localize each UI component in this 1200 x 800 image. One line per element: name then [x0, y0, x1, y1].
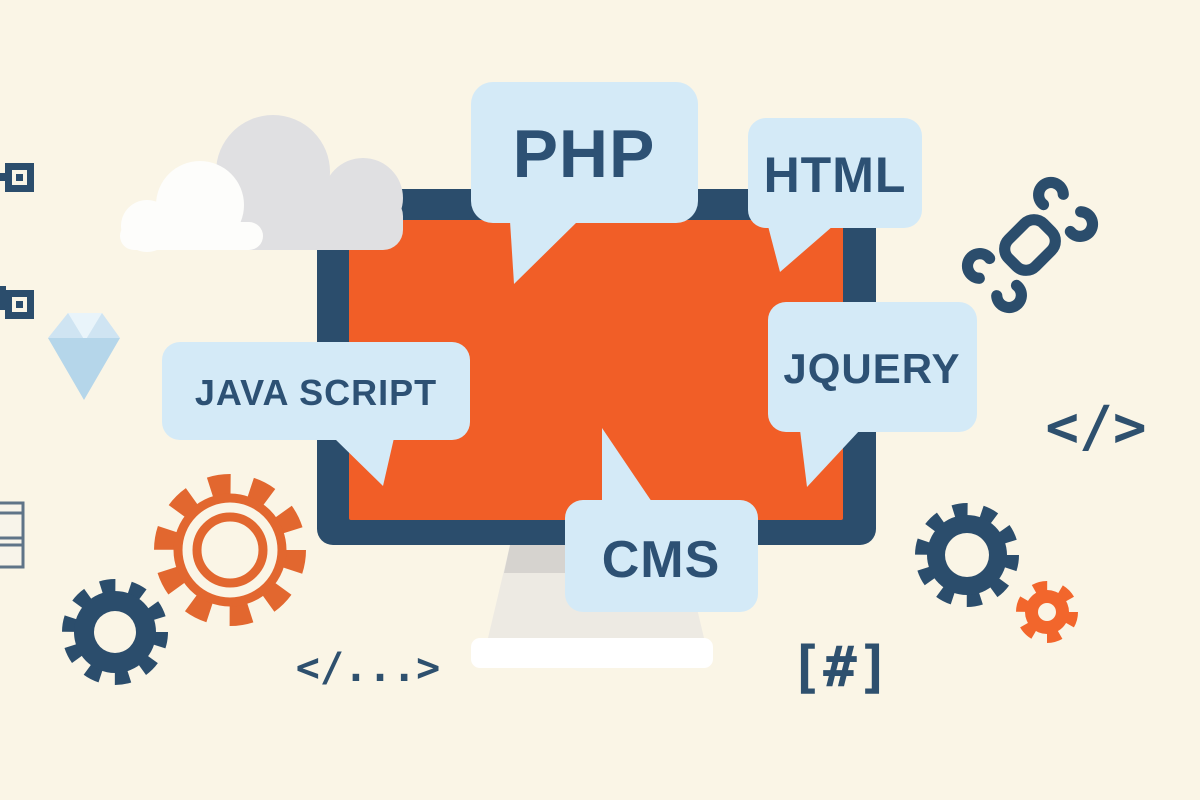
table-lines-icon	[0, 501, 25, 569]
circuit-node-icon	[0, 286, 34, 319]
gear-icon	[1016, 581, 1078, 643]
broken-link-icon	[961, 176, 1099, 314]
code-snippet-bottom-left: </...>	[296, 645, 441, 691]
cloud-icon	[120, 161, 263, 252]
javascript-label: JAVA SCRIPT	[195, 372, 437, 413]
speech-bubble-php: PHP	[471, 82, 698, 284]
php-label: PHP	[513, 116, 656, 192]
jquery-label: JQUERY	[783, 345, 960, 392]
speech-bubble-jquery: JQUERY	[768, 302, 977, 487]
gear-icon	[915, 503, 1019, 607]
gear-icon	[62, 579, 168, 685]
circuit-node-icon	[0, 163, 34, 192]
monitor-screen	[349, 220, 843, 520]
speech-bubble-html: HTML	[748, 118, 922, 272]
cms-label: CMS	[602, 531, 721, 589]
diamond-icon	[48, 313, 120, 400]
code-snippet-right: </>	[1045, 395, 1146, 460]
html-label: HTML	[764, 147, 907, 203]
speech-bubble-javascript: JAVA SCRIPT	[162, 342, 470, 486]
monitor-icon	[317, 189, 876, 545]
monitor-base	[471, 638, 713, 668]
speech-bubble-cms: CMS	[565, 428, 758, 612]
gear-icon	[154, 474, 306, 626]
code-snippet-bottom-right: [#]	[789, 635, 890, 700]
